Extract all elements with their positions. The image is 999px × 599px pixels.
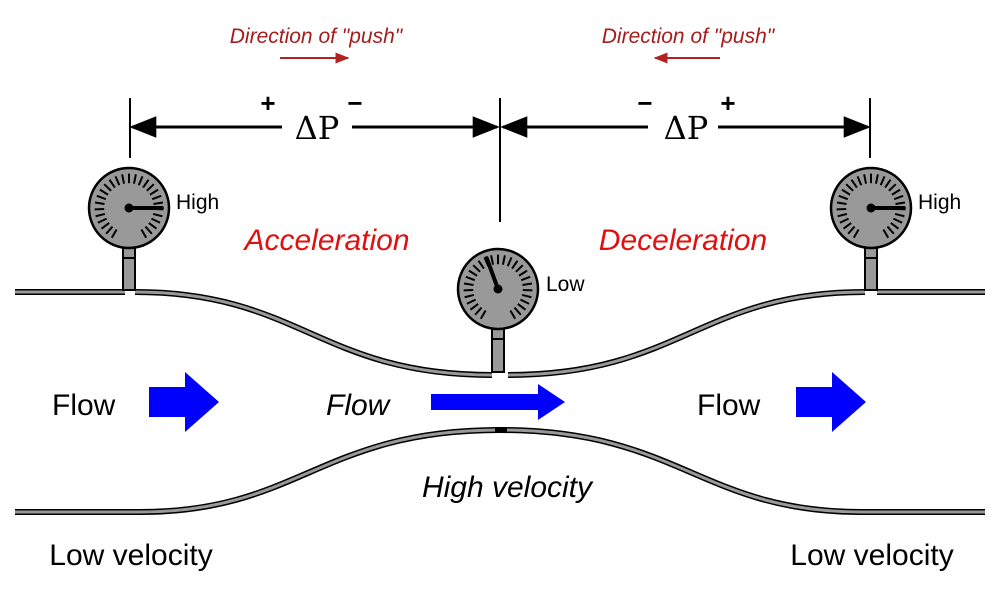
pressure-gauge-center [458, 249, 538, 372]
deceleration-label: Deceleration [599, 224, 767, 257]
flow-arrow-left-icon [149, 372, 219, 432]
flow-arrow-right-icon [796, 372, 866, 432]
flow-label-center: Flow [326, 389, 392, 422]
delta-p-left: ΔP + − [130, 88, 497, 158]
delta-p-left-symbol: ΔP [295, 109, 340, 147]
gauge-center-reading: Low [546, 273, 585, 296]
left-plus-sign: + [260, 88, 275, 118]
gauge-left-reading: High [176, 191, 219, 214]
flow-label-left: Flow [52, 389, 116, 422]
low-velocity-right-label: Low velocity [790, 539, 953, 572]
right-minus-sign: − [637, 88, 652, 118]
right-plus-sign: + [720, 88, 735, 118]
push-label-right: Direction of "push" [602, 25, 776, 48]
low-velocity-left-label: Low velocity [49, 539, 212, 572]
gauge-hub [867, 204, 876, 213]
flow-arrow-center-icon [431, 384, 565, 420]
pressure-gauge-right [831, 168, 911, 290]
left-minus-sign: − [347, 88, 362, 118]
gauge-hub [494, 285, 503, 294]
gauge-hub [125, 204, 134, 213]
delta-p-right-symbol: ΔP [664, 109, 709, 147]
delta-p-right: ΔP − + [503, 88, 870, 158]
gauge-right-reading: High [918, 191, 961, 214]
push-label-left: Direction of "push" [230, 25, 404, 48]
acceleration-label: Acceleration [242, 224, 409, 257]
gauge-stem [865, 246, 877, 290]
high-velocity-label: High velocity [422, 471, 594, 504]
pressure-gauge-left [89, 168, 169, 290]
gauge-stem [492, 327, 504, 372]
gauge-stem [123, 246, 135, 290]
flow-label-right: Flow [697, 389, 761, 422]
